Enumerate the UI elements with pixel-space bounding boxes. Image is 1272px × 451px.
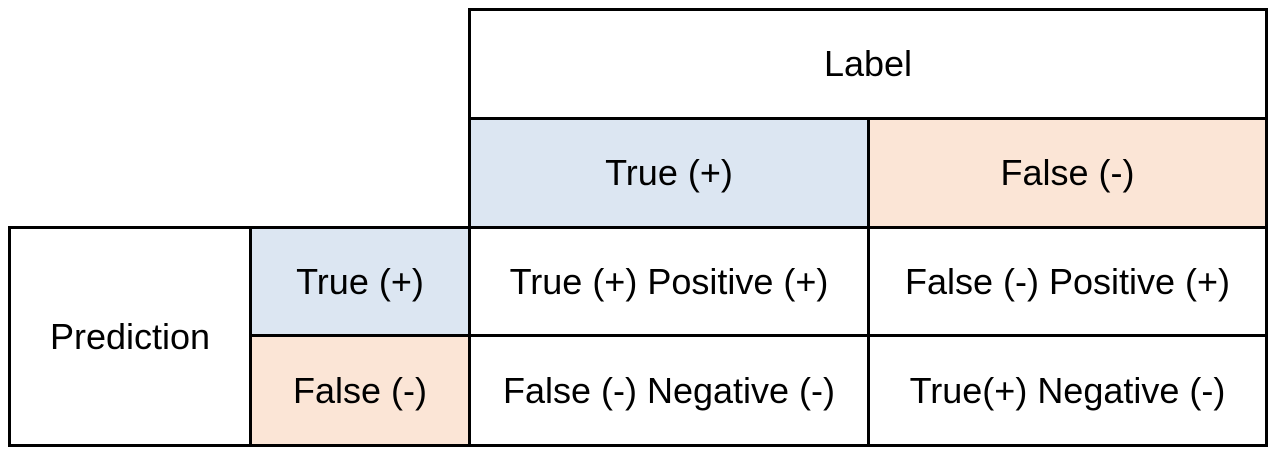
cell-true-positive: True (+) Positive (+) (468, 226, 870, 337)
cell-false-positive: False (-) Positive (+) (867, 226, 1268, 337)
cell-true-negative: True(+) Negative (-) (867, 334, 1268, 447)
row-header-true-positive: True (+) (249, 226, 471, 337)
cell-false-negative: False (-) Negative (-) (468, 334, 870, 447)
prediction-axis-header: Prediction (8, 226, 252, 447)
column-header-false-negative: False (-) (867, 117, 1268, 229)
row-header-false-negative: False (-) (249, 334, 471, 447)
column-header-true-positive: True (+) (468, 117, 870, 229)
label-axis-header: Label (468, 8, 1268, 120)
